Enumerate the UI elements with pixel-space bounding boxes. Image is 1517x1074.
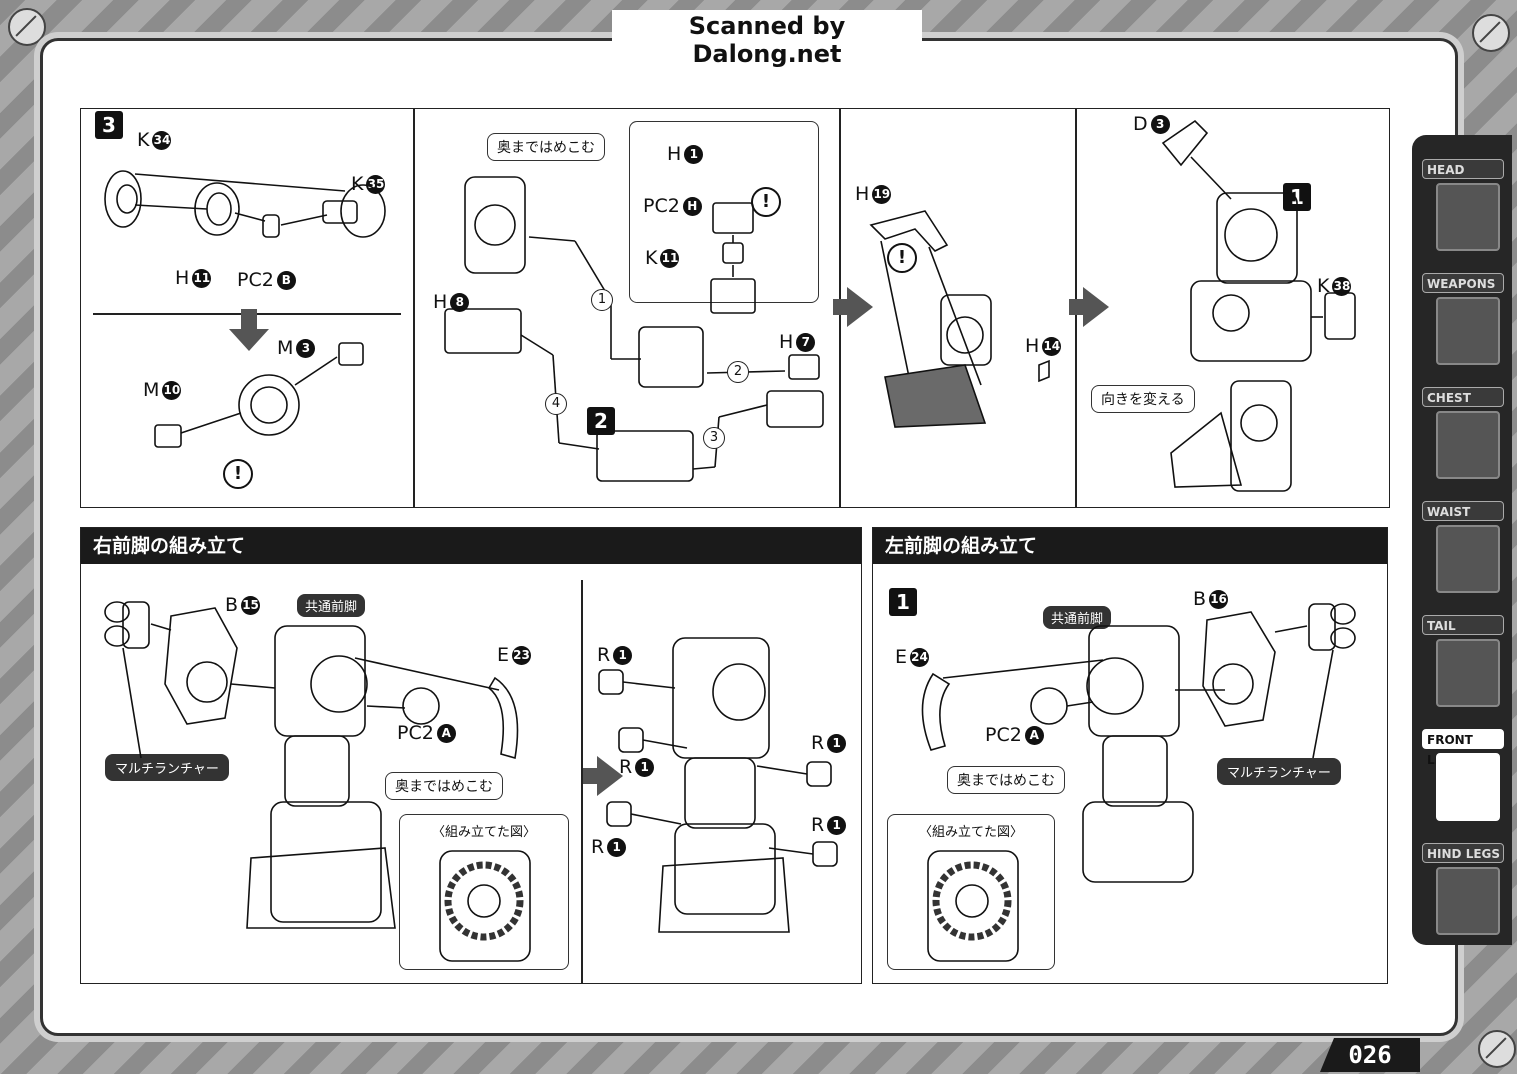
page-number: 026 — [1320, 1038, 1420, 1072]
caution-icon: ! — [751, 187, 781, 217]
common-leg-tag: 共通前脚 — [1043, 606, 1112, 629]
panel-divider — [581, 580, 583, 983]
section-sidebar: HEAD WEAPONS CHEST WAIST TAIL FRONT LEGS… — [1412, 135, 1512, 945]
ring-assembly-exploded — [104, 170, 386, 238]
next-arrow-icon — [833, 287, 873, 327]
right-leg-caps-sketch — [598, 637, 838, 933]
bolt-icon — [1472, 14, 1510, 52]
tail-thumbnail-icon — [1436, 639, 1500, 707]
common-leg-tag: 共通前脚 — [297, 594, 366, 617]
tab-label: CHEST — [1422, 387, 1504, 407]
panel-divider — [413, 109, 415, 507]
assembled-leg-sketch — [927, 850, 1019, 962]
callout-push-in: 奥まではめこむ — [487, 133, 605, 161]
callout-change-direction: 向きを変える — [1091, 385, 1195, 413]
bolt-icon — [8, 8, 46, 46]
step-number: 3 — [95, 111, 123, 139]
order-marker: 3 — [703, 427, 725, 449]
tab-label: TAIL — [1422, 615, 1504, 635]
waist-thumbnail-icon — [1436, 525, 1500, 593]
inset-title: 〈組み立てた図〉 — [918, 825, 1023, 840]
callout-push-in: 奥まではめこむ — [385, 772, 503, 800]
multi-launcher-tag: マルチランチャー — [1217, 758, 1341, 785]
section-header: 左前脚の組み立て — [873, 528, 1387, 564]
step-number: 1 — [889, 588, 917, 616]
chest-assembly-sketch — [444, 176, 824, 482]
assembled-view-inset: 〈組み立てた図〉 — [887, 814, 1055, 970]
caution-icon: ! — [223, 459, 253, 489]
hind-legs-thumbnail-icon — [1436, 867, 1500, 935]
section-header: 右前脚の組み立て — [81, 528, 861, 564]
front-legs-thumbnail-icon — [1436, 753, 1500, 821]
multi-launcher-tag: マルチランチャー — [105, 754, 229, 781]
bolt-icon — [1478, 1030, 1516, 1068]
assembled-leg-sketch — [439, 850, 531, 962]
inset-title: 〈組み立てた図〉 — [431, 825, 536, 840]
tab-label: HEAD — [1422, 159, 1504, 179]
next-arrow-icon — [1069, 287, 1109, 327]
ring-assembled-sketch — [154, 342, 364, 448]
tab-label: HIND LEGS — [1422, 843, 1504, 863]
tab-label: WEAPONS — [1422, 273, 1504, 293]
weapons-thumbnail-icon — [1436, 297, 1500, 365]
right-leg-exploded-sketch — [104, 601, 519, 929]
order-marker: 4 — [545, 393, 567, 415]
left-leg-exploded-sketch — [921, 603, 1356, 883]
scan-credit: Scanned by Dalong.net — [612, 10, 922, 70]
chest-frame-sketch — [869, 210, 1050, 428]
order-marker: 2 — [727, 361, 749, 383]
detail-inset — [629, 121, 819, 303]
down-arrow-icon — [229, 309, 269, 351]
caution-icon: ! — [887, 243, 917, 273]
sub-step-number: 1 — [1283, 183, 1311, 211]
callout-push-in: 奥まではめこむ — [947, 766, 1065, 794]
next-arrow-icon — [583, 756, 623, 796]
assembled-view-inset: 〈組み立てた図〉 — [399, 814, 569, 970]
tab-label: WAIST — [1422, 501, 1504, 521]
tab-label: FRONT LEGS — [1422, 729, 1504, 767]
chest-thumbnail-icon — [1436, 411, 1500, 479]
chest-complete-sketch — [1161, 119, 1356, 492]
head-thumbnail-icon — [1436, 183, 1500, 251]
order-marker: 1 — [591, 289, 613, 311]
